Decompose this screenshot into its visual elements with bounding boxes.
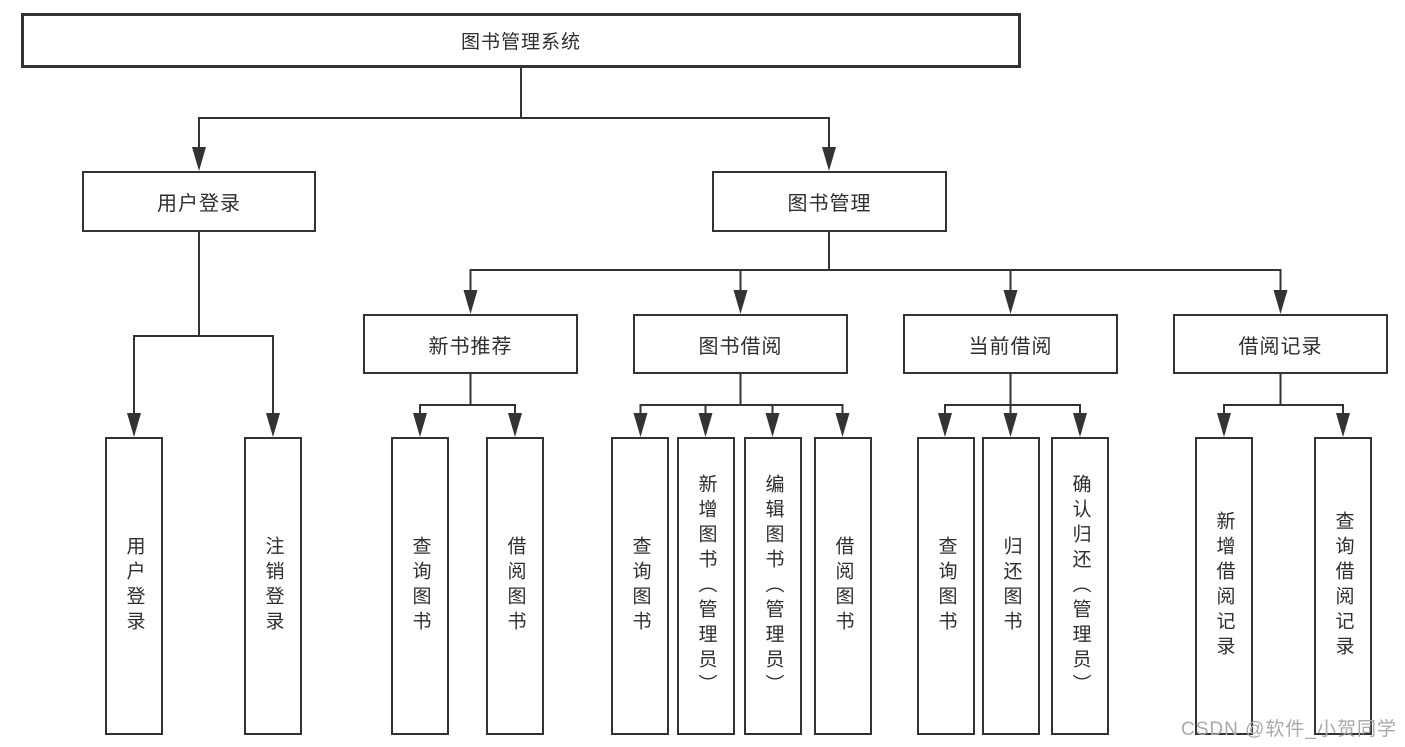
watermark: CSDN @软件_小贺同学 (1181, 719, 1397, 740)
leaf-borrow-books-recommend: 借阅图书 (486, 437, 544, 735)
connector-borrow-to-leaves (633, 374, 850, 437)
leaf-query-books-current: 查询图书 (917, 437, 975, 735)
leaf-query-borrow-record: 查询借阅记录 (1314, 437, 1372, 735)
connector-current-to-leaves (938, 374, 1087, 437)
connector-root-to-level2 (192, 68, 836, 171)
leaf-add-books-admin: 新增图书（管理员） (677, 437, 735, 735)
leaf-query-books-recommend: 查询图书 (391, 437, 449, 735)
node-user-login: 用户登录 (82, 171, 316, 232)
leaf-edit-books-admin: 编辑图书（管理员） (744, 437, 802, 735)
connector-records-to-leaves (1217, 374, 1350, 437)
leaf-borrow-books: 借阅图书 (814, 437, 872, 735)
leaf-logout: 注销登录 (244, 437, 302, 735)
node-book-borrow: 图书借阅 (633, 314, 848, 374)
connector-recommend-to-leaves (413, 374, 522, 437)
node-new-book-recommend: 新书推荐 (363, 314, 578, 374)
node-current-borrow: 当前借阅 (903, 314, 1118, 374)
node-borrow-records: 借阅记录 (1173, 314, 1388, 374)
leaf-user-login: 用户登录 (105, 437, 163, 735)
leaf-return-books: 归还图书 (982, 437, 1040, 735)
leaf-add-borrow-record: 新增借阅记录 (1195, 437, 1253, 735)
leaf-confirm-return-admin: 确认归还（管理员） (1051, 437, 1109, 735)
node-library-system: 图书管理系统 (21, 13, 1021, 68)
connector-login-to-leaves (127, 232, 280, 437)
connector-management-to-level3 (463, 232, 1288, 314)
leaf-query-books-borrow: 查询图书 (611, 437, 669, 735)
node-book-management: 图书管理 (712, 171, 947, 232)
